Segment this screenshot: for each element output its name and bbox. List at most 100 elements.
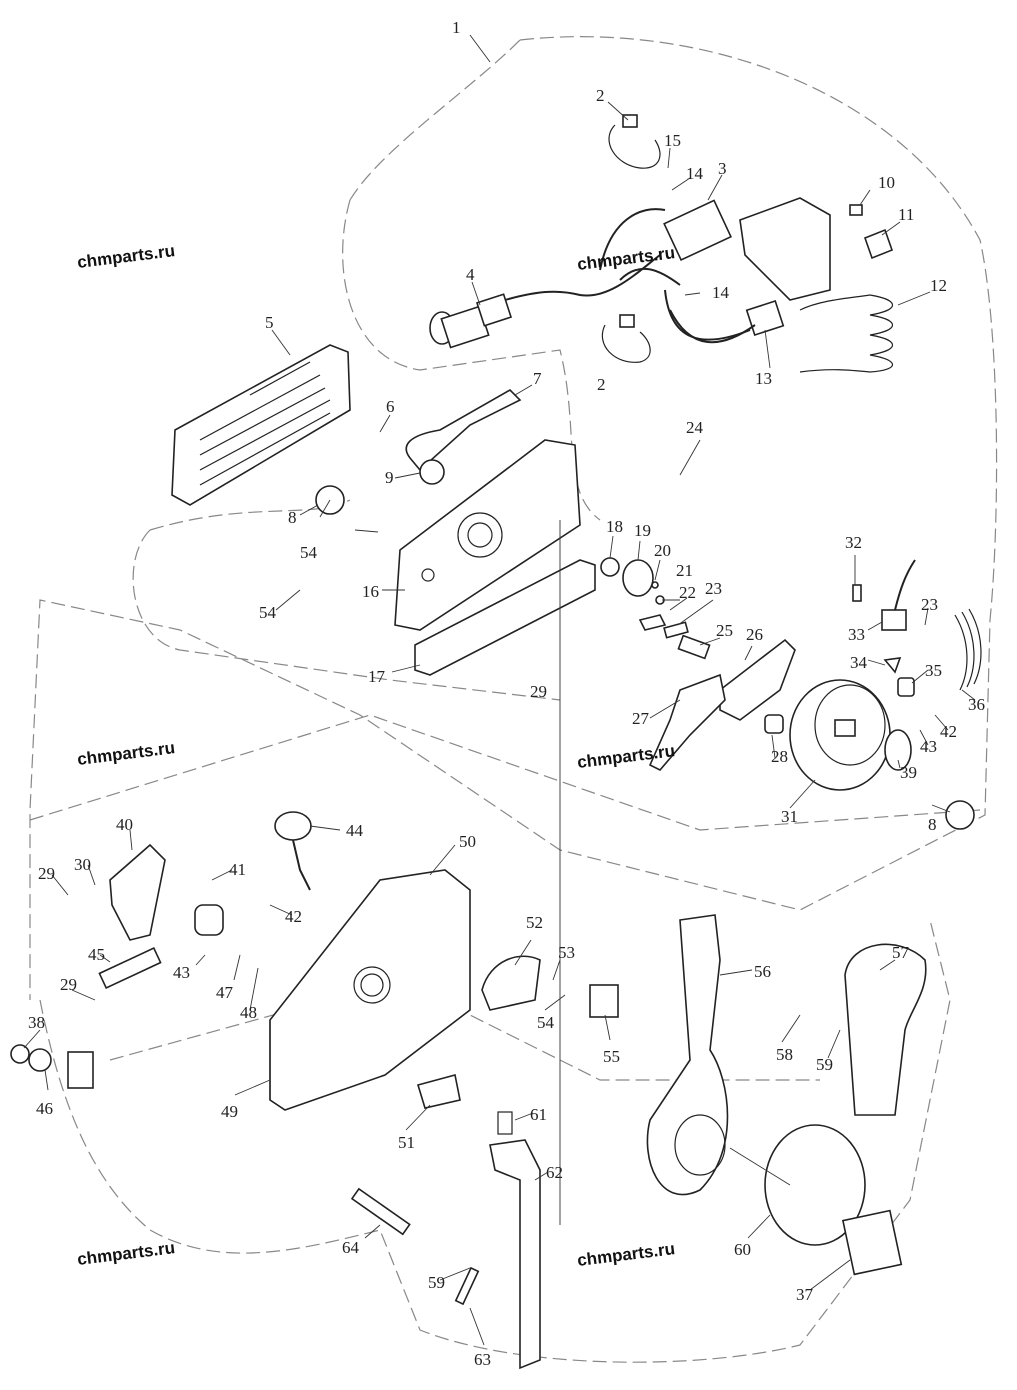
leader-lines <box>23 34 976 1346</box>
part-16-housing-plate <box>394 439 581 631</box>
callout-52: 52 <box>526 913 543 932</box>
callout-14-upper: 14 <box>686 164 704 183</box>
callout-9: 9 <box>385 468 394 487</box>
part-45-shaft <box>98 947 162 989</box>
callout-59-lower: 59 <box>428 1273 445 1292</box>
callout-31: 31 <box>781 807 798 826</box>
callout-58: 58 <box>776 1045 793 1064</box>
part-2-hose-clamp-upper <box>608 114 661 169</box>
part-9-cap <box>419 459 445 485</box>
callout-20: 20 <box>654 541 671 560</box>
part-18-washer <box>600 557 620 577</box>
callout-26: 26 <box>746 625 763 644</box>
callout-24: 24 <box>686 418 704 437</box>
callout-62: 62 <box>546 1163 563 1182</box>
callout-49: 49 <box>221 1102 238 1121</box>
part-19-cam-disc <box>622 559 654 597</box>
part-27-shift-arm <box>648 673 726 771</box>
part-37-label <box>841 1209 903 1276</box>
callout-59-right: 59 <box>816 1055 833 1074</box>
watermark-mid-left: chmparts.ru <box>76 738 176 769</box>
callout-19: 19 <box>634 521 651 540</box>
callout-45: 45 <box>88 945 105 964</box>
part-23-bolt <box>663 621 689 639</box>
part-17-slide-rail <box>414 559 596 676</box>
callout-5: 5 <box>265 313 274 332</box>
callout-1: 1 <box>452 18 461 37</box>
callout-54-lower: 54 <box>537 1013 555 1032</box>
part-62-lever-arm <box>489 1139 541 1370</box>
group-boundary-switch <box>342 39 601 521</box>
part-22-spring-clip <box>638 614 667 631</box>
watermark-bottom-left: chmparts.ru <box>76 1238 176 1269</box>
callout-21: 21 <box>676 561 693 580</box>
part-32-screw <box>852 584 862 602</box>
callout-32: 32 <box>845 533 862 552</box>
callout-17: 17 <box>368 667 386 686</box>
group-boundary-lower <box>39 919 951 1363</box>
callout-25: 25 <box>716 621 733 640</box>
callout-27: 27 <box>632 709 650 728</box>
part-44-warning-buzzer <box>274 811 312 891</box>
callout-3: 3 <box>718 159 727 178</box>
callout-48: 48 <box>240 1003 257 1022</box>
callout-30: 30 <box>74 855 91 874</box>
callout-38: 38 <box>28 1013 45 1032</box>
callout-8-right: 8 <box>928 815 937 834</box>
callout-37: 37 <box>796 1285 814 1304</box>
part-60-cover-disc <box>764 1124 866 1246</box>
callout-54-upper1: 54 <box>300 543 318 562</box>
callout-33: 33 <box>848 625 865 644</box>
callout-23-right: 23 <box>921 595 938 614</box>
callout-2-lower: 2 <box>597 375 606 394</box>
callout-64: 64 <box>342 1238 360 1257</box>
callout-39: 39 <box>900 763 917 782</box>
part-5-grille-cover <box>171 344 351 506</box>
part-26-link-plate <box>719 638 796 721</box>
part-41-bracket <box>194 904 224 936</box>
part-34-detent <box>883 657 902 674</box>
callout-41: 41 <box>229 860 246 879</box>
callout-43-left: 43 <box>173 963 190 982</box>
watermark-top-center: chmparts.ru <box>576 243 676 274</box>
callout-42-left: 42 <box>285 907 302 926</box>
callout-54-upper2: 54 <box>259 603 277 622</box>
callout-36: 36 <box>968 695 985 714</box>
callout-63: 63 <box>474 1350 491 1369</box>
part-28-bushing <box>764 714 784 734</box>
callout-57: 57 <box>892 943 910 962</box>
callout-14-lower: 14 <box>712 283 730 302</box>
watermark-bottom-center: chmparts.ru <box>576 1239 676 1270</box>
callout-15: 15 <box>664 131 681 150</box>
callout-47: 47 <box>216 983 234 1002</box>
callout-50: 50 <box>459 832 476 851</box>
part-51-clip <box>416 1074 461 1109</box>
part-36-spring-set <box>954 608 982 691</box>
callout-29-mid: 29 <box>38 864 55 883</box>
callout-28: 28 <box>771 747 788 766</box>
callout-16: 16 <box>362 582 379 601</box>
callout-6: 6 <box>386 397 395 416</box>
part-56-control-lever <box>646 914 729 1196</box>
part-4-harness-connector <box>429 254 661 349</box>
callout-40: 40 <box>116 815 133 834</box>
callout-42-right: 42 <box>940 722 957 741</box>
part-8-cap-right <box>945 800 975 830</box>
part-3-main-switch <box>599 197 831 341</box>
callout-18: 18 <box>606 517 623 536</box>
part-50-remote-housing <box>269 869 471 1111</box>
callout-12: 12 <box>930 276 947 295</box>
callout-22: 22 <box>679 583 696 602</box>
part-39-washer <box>884 729 912 771</box>
part-61-spring <box>497 1111 513 1135</box>
callout-53: 53 <box>558 943 575 962</box>
part-49-housing-side <box>269 1020 286 1111</box>
callout-34: 34 <box>850 653 868 672</box>
callout-61: 61 <box>530 1105 547 1124</box>
part-40-cam-plate <box>109 843 166 941</box>
callout-44: 44 <box>346 821 364 840</box>
part-55-switch-block <box>589 984 619 1018</box>
callout-29-low: 29 <box>60 975 77 994</box>
callout-35: 35 <box>925 661 942 680</box>
